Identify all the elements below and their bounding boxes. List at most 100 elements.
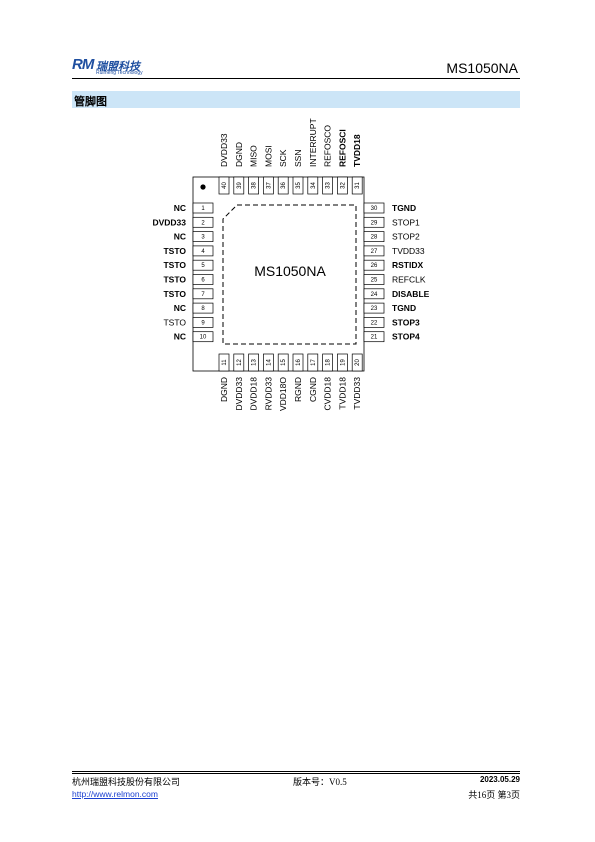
pin-label: STOP1: [392, 217, 420, 227]
pin-label: REFOSCO: [323, 125, 333, 167]
pin-pad: [263, 353, 274, 372]
pin-label: VDD18O: [278, 377, 288, 411]
pin-number: 7: [201, 292, 205, 298]
pin-number: 8: [201, 306, 205, 312]
pin-label: TVDD33: [352, 377, 362, 410]
pin-pad: [363, 288, 385, 300]
pin-pad: [192, 202, 214, 214]
pin-pad: [307, 353, 319, 372]
pin-label: DVDD33: [219, 133, 229, 167]
pin-number: 30: [371, 206, 378, 212]
pin-pad: [292, 353, 304, 372]
pin1-marker: [200, 184, 206, 190]
pin-number: 27: [371, 249, 378, 255]
version-label: 版本号：V0.5: [293, 777, 347, 787]
pin-1: 1 NC: [174, 202, 214, 214]
doc-date: 2023.05.29: [479, 775, 520, 784]
pin-number: 16: [296, 359, 302, 366]
pin-pad: [363, 245, 385, 257]
pin-pad: [351, 353, 363, 372]
pin-pad: [192, 331, 214, 343]
pin-number: 20: [355, 359, 361, 366]
pin-10: 10 NC: [174, 331, 214, 343]
pin-28: 28 STOP2: [363, 231, 420, 242]
pin-pad: [277, 176, 289, 195]
pin-pad: [248, 353, 259, 372]
pin-pad: [263, 176, 274, 195]
header-rule: [72, 78, 520, 79]
pin-pad: [363, 259, 385, 271]
pin-number: 25: [371, 278, 378, 284]
pin-number: 10: [200, 335, 207, 341]
pin-label: STOP2: [392, 232, 420, 242]
pin-label: DGND: [219, 377, 229, 402]
pin-label: DVDD33: [234, 377, 244, 411]
pin-pad: [192, 288, 214, 300]
pin-pad: [322, 176, 333, 195]
pin-pad: [363, 274, 385, 285]
pin-number: 34: [311, 182, 317, 189]
pin-pad: [307, 176, 319, 195]
pin-label: SSN: [293, 150, 303, 167]
pin-label: TVDD18: [337, 377, 347, 410]
pin-pad: [192, 302, 214, 314]
pin-pad: [277, 353, 289, 372]
pin-label: TSTO: [163, 260, 186, 270]
pin-label: NC: [174, 332, 186, 342]
section-title: 管脚图: [74, 96, 107, 108]
pin-number: 31: [355, 182, 361, 189]
page-info: 共16页 第3页: [468, 790, 520, 800]
pin-3: 3NC: [174, 231, 214, 242]
pin-pad: [192, 245, 214, 257]
pin-number: 15: [281, 359, 287, 366]
section-bar: [72, 91, 520, 108]
pins-top: 40DVDD3339DGND38MISO37MOSI36SCK35SSN34IN…: [218, 118, 363, 195]
logo-cn-text: 瑞盟科技: [96, 61, 140, 73]
pin-number: 32: [340, 182, 346, 189]
pin-number: 40: [222, 182, 228, 189]
pin-number: 26: [371, 263, 378, 269]
pin-label: STOP4: [392, 332, 420, 342]
pins-left: 1NC2DVDD333NC4TSTO5TSTO6TSTO7TSTO8NC9TST…: [152, 202, 214, 343]
pin-pad: [192, 216, 214, 228]
company-logo: RM 瑞盟科技 Ruimeng Technology: [72, 56, 143, 78]
pin-label: NC: [174, 203, 186, 213]
pin-pad: [322, 353, 333, 372]
pin-pad: [363, 231, 385, 242]
website-link[interactable]: http://www.relmon.com: [72, 789, 158, 799]
pin-number: 1: [201, 206, 205, 212]
pin-pad: [337, 176, 348, 195]
pin-pad: [233, 176, 245, 195]
pin-number: 6: [201, 278, 205, 284]
pin-label: TSTO: [163, 317, 186, 327]
pin-pad: [292, 176, 304, 195]
pin-label: CGND: [308, 377, 318, 402]
pin-8: 8 NC: [174, 302, 214, 314]
pin-pad: [218, 176, 230, 195]
pin-label: NC: [174, 303, 186, 313]
pin-label: INTERRUPT: [308, 118, 318, 167]
pin-number: 24: [371, 292, 378, 298]
pin-number: 28: [371, 235, 378, 241]
